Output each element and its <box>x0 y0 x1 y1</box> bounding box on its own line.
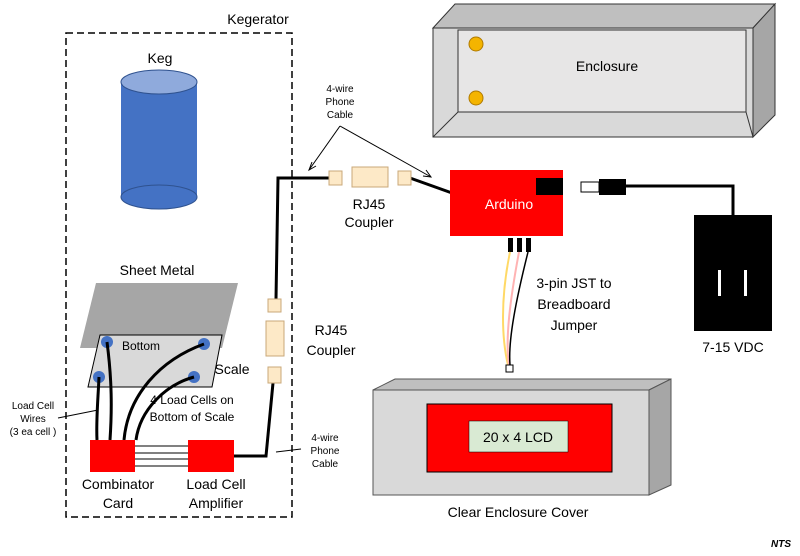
barrel-plug-tip <box>580 181 600 193</box>
phone-cable <box>234 176 453 458</box>
lcd-label: 20 x 4 LCD <box>483 429 553 445</box>
load-cells-note-line1: 4 Load Cells on <box>150 393 233 407</box>
scale-plate <box>87 334 223 388</box>
rj45-side-label-line2: Coupler <box>306 342 355 358</box>
power-cable <box>626 184 735 215</box>
phone-cable-bottom-line2: Phone <box>311 446 340 457</box>
combinator-label-line2: Card <box>103 495 133 511</box>
power-label: 7-15 VDC <box>702 339 763 355</box>
adapter-prong-left <box>718 270 721 296</box>
rj45-top-label-line1: RJ45 <box>353 196 386 212</box>
amplifier-label-line2: Amplifier <box>189 495 244 511</box>
amplifier-label-line1: Load Cell <box>186 476 245 492</box>
rj45-coupler-top-body <box>351 166 389 188</box>
phone-cable-top-leaders <box>308 125 433 178</box>
rj45-coupler-side-body <box>265 320 285 357</box>
load-cell-wires-label-line3: (3 ea cell ) <box>10 427 57 438</box>
standoff-bottom <box>468 90 484 106</box>
kegerator-boundary <box>65 32 293 518</box>
enclosure-box <box>431 2 777 139</box>
load-cells-note-line2: Bottom of Scale <box>150 410 235 424</box>
rj45-side-label-line1: RJ45 <box>315 322 348 338</box>
rj45-coupler-side-plug-bottom <box>267 366 282 384</box>
combinator-label-line1: Combinator <box>82 476 155 492</box>
phone-cable-bottom-line3: Cable <box>312 459 339 470</box>
phone-cable-top-line1: 4-wire <box>326 84 354 95</box>
card-link-wires <box>135 445 188 467</box>
arduino-label: Arduino <box>485 196 533 212</box>
kegerator-label: Kegerator <box>227 11 289 27</box>
enclosure-cover-label: Clear Enclosure Cover <box>448 504 589 520</box>
phone-cable-bottom-line1: 4-wire <box>311 433 339 444</box>
phone-cable-top-line2: Phone <box>326 97 355 108</box>
jst-label-line3: Jumper <box>551 317 598 333</box>
rj45-coupler-side-plug-top <box>267 298 282 313</box>
rj45-top-label-line2: Coupler <box>344 214 393 230</box>
phone-cable-top-line3: Cable <box>327 110 354 121</box>
keg-cylinder <box>120 69 198 210</box>
jst-jumper <box>502 238 531 373</box>
load-cell-wires <box>95 341 205 441</box>
load-cell-wires-label-line2: Wires <box>20 414 46 425</box>
arduino-power-jack <box>536 178 563 195</box>
load-cell-amplifier <box>188 440 234 472</box>
lcd-screen <box>468 420 569 453</box>
rj45-coupler-top-plug-right <box>397 170 412 186</box>
combinator-card <box>90 440 135 472</box>
scale-label: Scale <box>214 361 249 377</box>
adapter-prong-right <box>744 270 747 296</box>
bottom-label: Bottom <box>122 339 160 353</box>
jst-label-line2: Breadboard <box>537 296 610 312</box>
sheet-metal-label: Sheet Metal <box>120 262 195 278</box>
standoff-top <box>468 36 484 52</box>
wall-adapter <box>694 215 772 331</box>
nts-label: NTS <box>771 539 791 550</box>
jst-label-line1: 3-pin JST to <box>536 275 611 291</box>
sheet-metal-plate <box>80 283 238 348</box>
barrel-plug-body <box>599 179 626 195</box>
load-cell-wires-label-line1: Load Cell <box>12 401 54 412</box>
enclosure-label: Enclosure <box>576 58 638 74</box>
rj45-coupler-top-plug-left <box>328 170 343 186</box>
keg-label: Keg <box>148 50 173 66</box>
